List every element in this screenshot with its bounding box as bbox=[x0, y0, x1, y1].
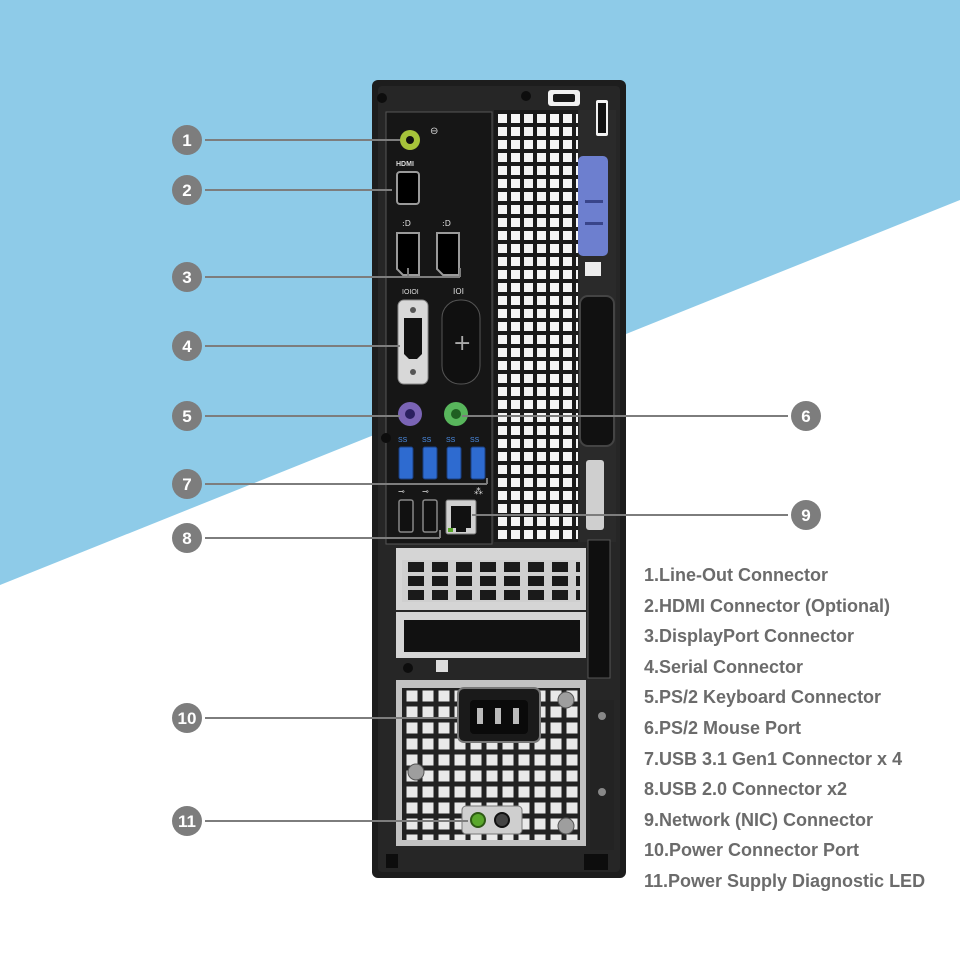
callout-markers: 1 2 3 4 5 6 7 8 9 10 11 bbox=[172, 125, 821, 836]
displayport-2[interactable] bbox=[436, 232, 460, 276]
legend-item: 1.Line-Out Connector bbox=[644, 565, 828, 585]
callout-number: 1 bbox=[182, 131, 191, 150]
svg-text:⊸: ⊸ bbox=[422, 487, 429, 496]
legend-item: 4.Serial Connector bbox=[644, 656, 804, 677]
callout-circle bbox=[172, 806, 202, 836]
callout-circle bbox=[791, 500, 821, 530]
callout-2: 2 bbox=[172, 175, 392, 205]
displayport-icon: :D bbox=[402, 219, 411, 228]
usb3-port[interactable] bbox=[446, 446, 462, 480]
svg-text:SS: SS bbox=[446, 437, 456, 444]
psu-bist-button[interactable] bbox=[494, 812, 510, 828]
hdmi-port[interactable] bbox=[396, 171, 420, 205]
callout-number: 4 bbox=[182, 337, 192, 356]
legend-item: 2.HDMI Connector (Optional) bbox=[644, 595, 890, 616]
callout-circle bbox=[172, 125, 202, 155]
callout-circle bbox=[172, 401, 202, 431]
expansion-slots bbox=[396, 539, 611, 679]
hdmi-logo: HDMI bbox=[396, 161, 414, 168]
callout-5: 5 bbox=[172, 401, 400, 431]
legend-item: 8.USB 2.0 Connector x2 bbox=[644, 779, 848, 800]
callout-number: 9 bbox=[801, 506, 810, 525]
legend-item: 6.PS/2 Mouse Port bbox=[644, 717, 802, 738]
legend-item: 9.Network (NIC) Connector bbox=[644, 809, 874, 830]
callout-number: 3 bbox=[182, 268, 191, 287]
legend-item: 3.DisplayPort Connector bbox=[644, 626, 855, 647]
callout-circle bbox=[791, 401, 821, 431]
usb3-ports: SS SS SS SS bbox=[398, 437, 486, 480]
callout-number: 6 bbox=[801, 407, 810, 426]
callout-circle bbox=[172, 469, 202, 499]
legend: 1.Line-Out Connector 2.HDMI Connector (O… bbox=[644, 563, 954, 900]
callout-8: 8 bbox=[172, 523, 441, 553]
usb3-port[interactable] bbox=[470, 446, 486, 480]
pc-chassis-rear bbox=[372, 80, 626, 878]
callout-7: 7 bbox=[172, 469, 488, 499]
displayport-1[interactable] bbox=[396, 232, 420, 276]
svg-text:SS: SS bbox=[422, 437, 432, 444]
callout-number: 5 bbox=[182, 407, 191, 426]
optional-port-icon: IOI bbox=[453, 287, 464, 296]
callout-9: 9 bbox=[472, 500, 821, 530]
callout-1: 1 bbox=[172, 125, 400, 155]
usb2-port[interactable] bbox=[422, 499, 438, 533]
callout-circle bbox=[172, 175, 202, 205]
ventilation-grille bbox=[494, 110, 578, 542]
callout-4: 4 bbox=[172, 331, 400, 361]
callout-number: 10 bbox=[178, 709, 197, 728]
displayport-icon: :D bbox=[442, 219, 451, 228]
usb2-port[interactable] bbox=[398, 499, 414, 533]
callout-6: 6 bbox=[462, 401, 821, 431]
power-supply bbox=[396, 680, 586, 846]
callout-10: 10 bbox=[172, 703, 458, 733]
usb2-ports: ⊸ ⊸ bbox=[398, 487, 438, 533]
svg-text:⊸: ⊸ bbox=[398, 487, 405, 496]
legend-item: 11.Power Supply Diagnostic LED bbox=[644, 870, 926, 891]
optional-port-cover bbox=[441, 299, 481, 385]
callout-circle bbox=[172, 523, 202, 553]
io-connectors: ⊖ HDMI :D :D IOIOI IOI + SS SS SS SS bbox=[396, 126, 486, 535]
svg-text:+: + bbox=[453, 331, 471, 356]
serial-icon: IOIOI bbox=[402, 289, 419, 296]
svg-text:SS: SS bbox=[470, 437, 480, 444]
svg-text:SS: SS bbox=[398, 437, 408, 444]
callout-number: 7 bbox=[182, 475, 191, 494]
network-icon: ⁂ bbox=[474, 486, 483, 497]
headphone-icon: ⊖ bbox=[430, 126, 438, 137]
callout-number: 11 bbox=[178, 812, 196, 831]
legend-item: 5.PS/2 Keyboard Connector bbox=[644, 687, 882, 708]
usb3-port[interactable] bbox=[422, 446, 438, 480]
callout-number: 2 bbox=[182, 181, 191, 200]
release-latch[interactable] bbox=[578, 156, 608, 256]
callout-circle bbox=[172, 262, 202, 292]
callout-11: 11 bbox=[172, 806, 468, 836]
psu-diagnostic-led bbox=[470, 812, 486, 828]
cable-lock-handle bbox=[579, 295, 615, 447]
callout-circle bbox=[172, 703, 202, 733]
callout-number: 8 bbox=[182, 529, 191, 548]
legend-item: 7.USB 3.1 Gen1 Connector x 4 bbox=[644, 748, 903, 769]
callout-3: 3 bbox=[172, 262, 461, 292]
usb3-port[interactable] bbox=[398, 446, 414, 480]
legend-item: 10.Power Connector Port bbox=[644, 840, 860, 861]
callout-circle bbox=[172, 331, 202, 361]
